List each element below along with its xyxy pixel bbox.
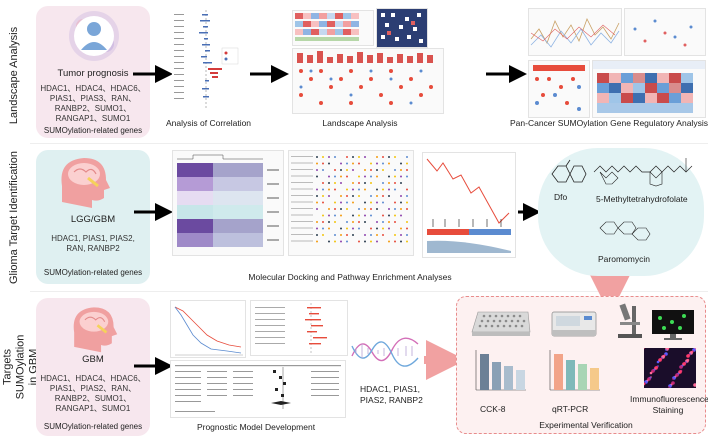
compound-label-dfo: Dfo <box>554 192 568 202</box>
card-title: Tumor prognosis <box>57 68 129 79</box>
pink-arrow-icon <box>424 275 630 380</box>
dfo-structure-icon <box>551 159 587 183</box>
sumoylation-card-lgg-gbm: LGG/GBM HDAC1, PIAS1, PIAS2, RAN, RANBP2… <box>36 150 150 284</box>
dna-helix-icon <box>351 337 419 367</box>
expression-heatmap <box>172 150 284 256</box>
methyltetrahydrofolate-structure-icon <box>593 158 693 187</box>
meta-analysis-table <box>170 360 346 418</box>
compound-label-paromomycin: Paromomycin <box>598 254 650 264</box>
pan-cancer-heatmap-right <box>592 60 706 118</box>
row-divider <box>30 143 708 144</box>
step-caption: Pan-Cancer SUMOylation Gene Regulatory A… <box>510 118 708 128</box>
pan-cancer-line-plot <box>528 8 622 56</box>
card-footer: SUMOylation-related genes <box>43 268 143 277</box>
assay-label-qrt-pcr: qRT-PCR <box>552 404 589 414</box>
card-title: LGG/GBM <box>70 214 116 225</box>
target-gene-list: HDAC1, PIAS1, PIAS2, RANBP2 <box>360 384 423 405</box>
correlation-plot <box>172 8 240 114</box>
monitor-icon <box>652 310 694 340</box>
cck8-bar-chart <box>475 350 526 391</box>
assay-label-immunofluorescence: Immunofluorescence Staining <box>630 394 708 415</box>
pcr-machine-icon <box>551 311 597 337</box>
card-title: GBM <box>82 354 104 365</box>
head-icon <box>73 307 118 353</box>
card-footer: SUMOylation-related genes <box>43 126 143 135</box>
immunofluorescence-image <box>644 348 696 388</box>
gene-list: HDAC1、HDAC4、HDAC6、 PIAS1、PIAS3、RAN、 RANB… <box>40 84 146 123</box>
step-caption: Molecular Docking and Pathway Enrichment… <box>248 272 452 282</box>
landscape-heatmap-top <box>292 10 374 46</box>
gene-list: HDAC1、HDAC4、HDAC6、 PIAS1、PIAS2、RAN、 RANB… <box>40 374 146 413</box>
pan-cancer-heatmap-left <box>528 60 590 118</box>
sumoylation-card-tumor: Tumor prognosis HDAC1、HDAC4、HDAC6、 PIAS1… <box>36 6 150 138</box>
row-divider <box>30 291 708 292</box>
survival-curve <box>170 300 246 358</box>
step-caption: Experimental Verification <box>539 420 633 430</box>
assay-label-cck8: CCK-8 <box>480 404 506 414</box>
step-caption: Analysis of Correlation <box>166 118 252 128</box>
step-caption: Prognostic Model Development <box>196 422 316 432</box>
microscope-icon <box>618 303 642 338</box>
landscape-bar-matrix <box>292 48 444 114</box>
hazard-forest-plot <box>250 300 348 356</box>
pathway-dot-plot <box>288 150 414 256</box>
pan-cancer-scatter <box>624 8 706 56</box>
head-icon <box>61 158 110 208</box>
landscape-heatmap-dark <box>376 8 428 48</box>
arrow-right-icon <box>133 65 541 375</box>
well-plate-icon <box>471 311 531 336</box>
gene-list: HDAC1, PIAS1, PIAS2, RAN, RANBP2 <box>51 234 135 253</box>
compound-label-methyltetrahydrofolate: 5-Methyltetrahydrofolate <box>596 194 688 204</box>
enrichment-plot <box>422 152 516 258</box>
qrt-pcr-bar-chart <box>549 350 600 391</box>
step-caption: Landscape Analysis <box>322 118 398 128</box>
person-icon <box>69 11 119 61</box>
sumoylation-card-gbm: GBM HDAC1、HDAC4、HDAC6、 PIAS1、PIAS2、RAN、 … <box>36 298 150 436</box>
paromomycin-structure-icon <box>599 221 651 241</box>
card-footer: SUMOylation-related genes <box>43 422 143 431</box>
